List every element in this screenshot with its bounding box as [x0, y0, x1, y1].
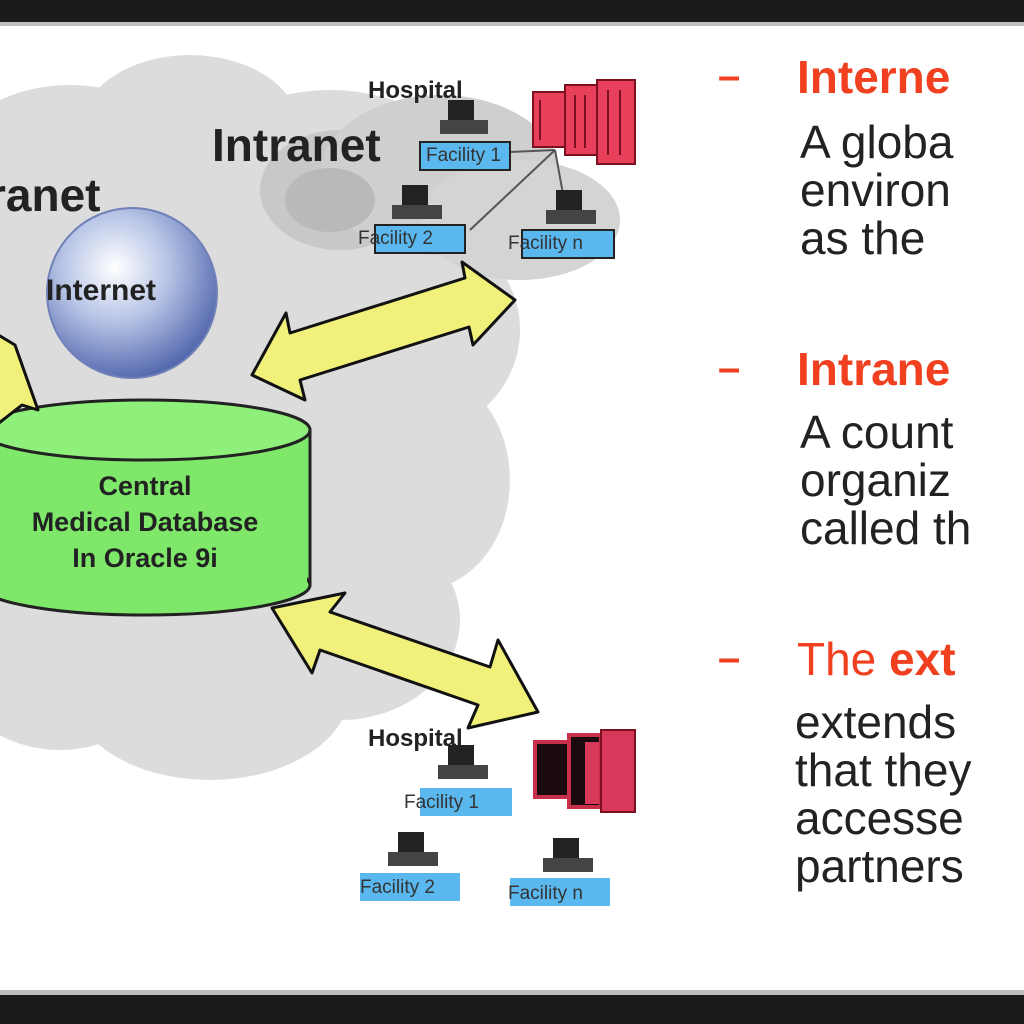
- top-cloud-label: Intranet: [212, 119, 381, 171]
- server-icon-top: [532, 79, 636, 165]
- workstation-top-2: [374, 185, 466, 254]
- hospital-top-label: Hospital: [368, 77, 463, 104]
- heading-extranet: The ext: [797, 632, 956, 686]
- arrow-database-bottom-hospital: [270, 591, 540, 730]
- database-label: Central Medical Database In Oracle 9i: [0, 468, 310, 576]
- body-intranet: A count organiz called th: [800, 408, 971, 552]
- body-extranet: extends that they accesse partners: [795, 698, 971, 890]
- workstation-bottom-2: [360, 832, 460, 901]
- heading-extranet-plain: The: [797, 633, 890, 685]
- bullet-intranet: –: [718, 346, 741, 390]
- bottom-border-inner: [0, 990, 1024, 995]
- internet-globe: [46, 207, 218, 379]
- bottom-border: [0, 995, 1024, 1024]
- body-internet-line-3: as the: [800, 212, 926, 264]
- hospital-bottom-label: Hospital: [368, 725, 463, 752]
- workstation-bottom-n: [510, 838, 610, 906]
- arrow-database-top-hospital: [250, 260, 517, 402]
- workstation-bottom-1: [420, 745, 512, 816]
- facility-bottom-n-label: Facility n: [508, 883, 583, 904]
- body-intranet-line-3: called th: [800, 502, 972, 554]
- database-label-line-3: In Oracle 9i: [72, 543, 218, 573]
- body-extranet-line-2: that they: [795, 744, 972, 796]
- top-border: [0, 0, 1024, 22]
- body-intranet-line-1: A count: [800, 406, 954, 458]
- heading-extranet-bold: ext: [889, 633, 956, 685]
- arrow-left-edge: [0, 334, 40, 425]
- workstation-top-1: [419, 100, 511, 171]
- server-icon-bottom: [533, 729, 636, 813]
- facility-bottom-2-label: Facility 2: [360, 877, 435, 898]
- body-internet-line-2: environ: [800, 164, 951, 216]
- left-cloud-label: ranet: [0, 169, 101, 221]
- bullet-extranet: –: [718, 636, 741, 680]
- facility-top-n-label: Facility n: [508, 233, 583, 254]
- facility-bottom-1-label: Facility 1: [404, 792, 479, 813]
- heading-internet: Interne: [797, 51, 951, 103]
- body-internet-line-1: A globa: [800, 116, 954, 168]
- heading-intranet: Intrane: [797, 343, 951, 395]
- body-intranet-line-2: organiz: [800, 454, 951, 506]
- body-extranet-line-4: partners: [795, 840, 964, 892]
- bullet-internet: –: [718, 54, 741, 98]
- top-border-inner: [0, 22, 1024, 26]
- globe-label: Internet: [46, 274, 157, 307]
- body-extranet-line-1: extends: [795, 696, 957, 748]
- body-internet: A globa environ as the: [800, 118, 953, 262]
- database-label-line-1: Central: [98, 471, 192, 501]
- facility-top-2-label: Facility 2: [358, 228, 433, 249]
- facility-top-1-label: Facility 1: [426, 145, 501, 166]
- database-cylinder: [0, 398, 312, 617]
- body-extranet-line-3: accesse: [795, 792, 964, 844]
- workstation-top-n: [521, 190, 615, 259]
- database-label-line-2: Medical Database: [31, 507, 259, 537]
